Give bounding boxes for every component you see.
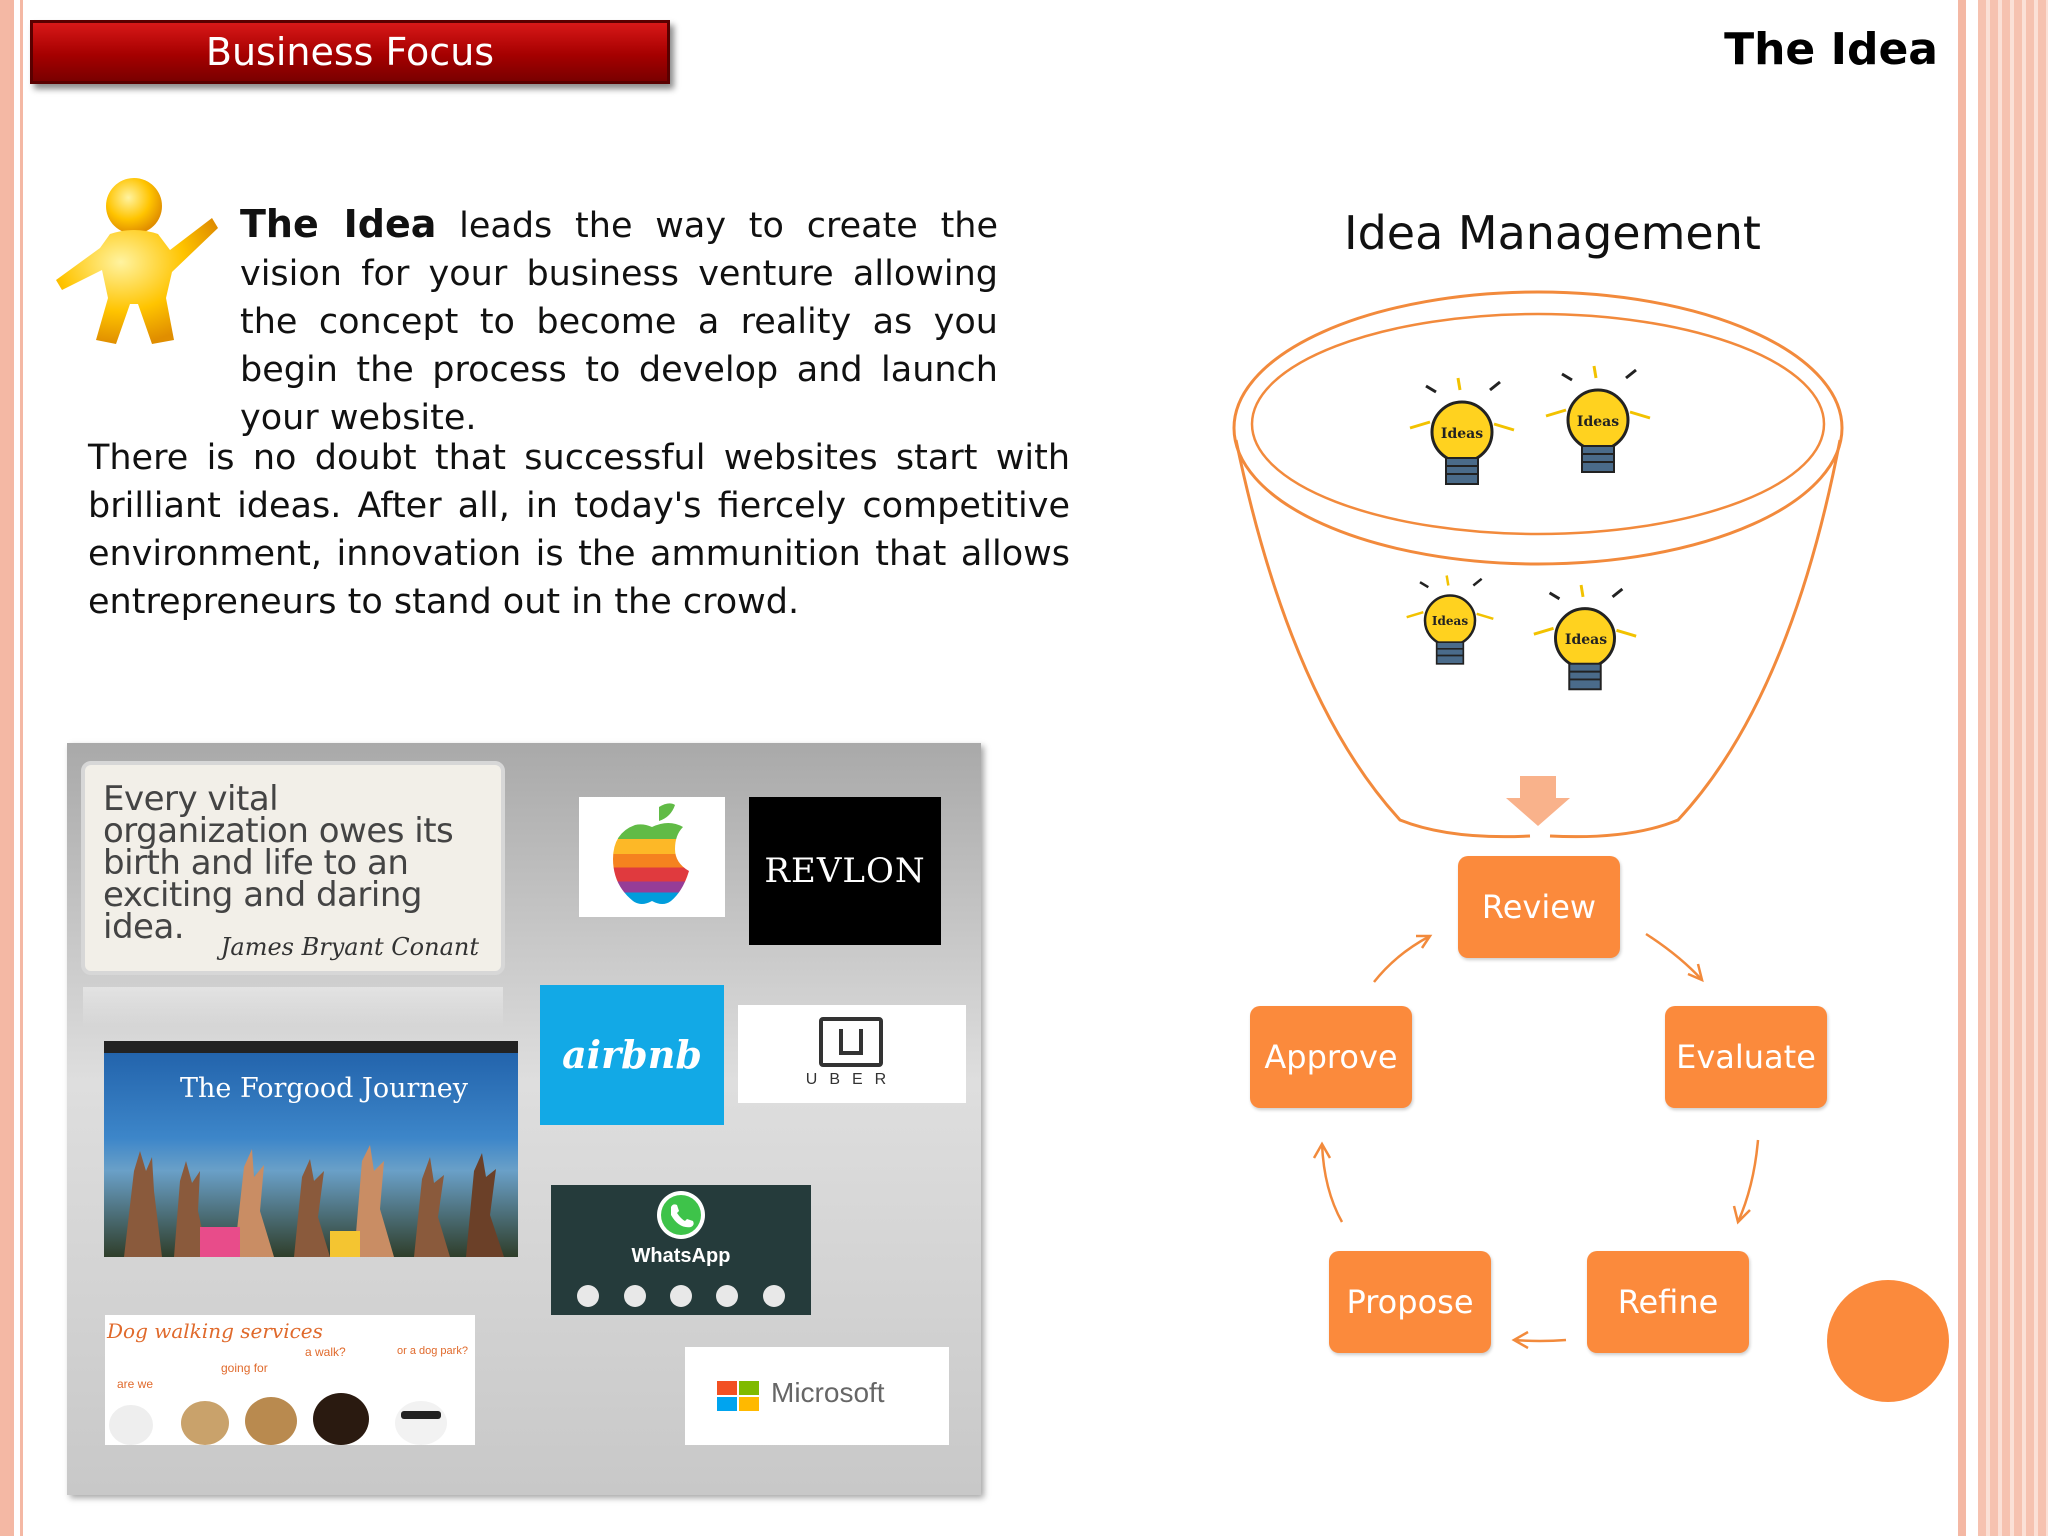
funnel-down-arrow	[1506, 776, 1570, 826]
dog-caption: a walk?	[305, 1345, 346, 1359]
arrow-refine-to-propose	[1513, 1338, 1567, 1343]
whatsapp-logo: WhatsApp	[551, 1185, 811, 1315]
funnel-outer-rim	[1232, 290, 1844, 566]
platform-icon	[623, 1285, 646, 1307]
ms-square-blue	[717, 1397, 737, 1411]
yellow-person-icon	[56, 178, 218, 344]
quote-text: Every vital organization owes its birth …	[103, 779, 454, 947]
right-border-stripe	[1958, 0, 1966, 1536]
bulb-label: Ideas	[1440, 426, 1484, 442]
step-refine: Refine	[1587, 1251, 1749, 1353]
apple-logo	[579, 797, 725, 917]
quote-author: James Bryant Conant	[220, 933, 479, 961]
example-collage: Every vital organization owes its birth …	[67, 743, 981, 1495]
uber-wordmark: UBER	[805, 1071, 899, 1088]
dog-title: Dog walking services	[107, 1319, 323, 1343]
microsoft-wordmark: Microsoft	[771, 1377, 885, 1408]
platform-icon	[669, 1285, 692, 1307]
decorative-circle	[1827, 1280, 1949, 1402]
uber-icon-inner	[839, 1029, 863, 1055]
bulb-label: Ideas	[1431, 614, 1469, 628]
forgood-title: The Forgood Journey	[180, 1073, 469, 1104]
section-header-bar: Business Focus	[30, 20, 670, 84]
ms-square-yellow	[739, 1397, 759, 1411]
diagram-title: Idea Management	[1344, 206, 1761, 260]
platform-icons-row	[565, 1285, 797, 1307]
forgood-screenshot: The Forgood Journey	[104, 1041, 518, 1257]
funnel-right-wall	[1549, 439, 1842, 839]
platform-icon	[716, 1285, 739, 1307]
arrow-propose-to-approve	[1320, 1143, 1344, 1223]
bulb-label: Ideas	[1564, 632, 1608, 648]
step-propose: Propose	[1329, 1251, 1491, 1353]
arrow-review-to-evaluate	[1645, 932, 1703, 981]
step-approve: Approve	[1250, 1006, 1412, 1108]
rainbow-apple-icon	[613, 803, 689, 904]
arrow-approve-to-review	[1373, 934, 1431, 983]
whatsapp-phone-icon	[657, 1191, 705, 1239]
funnel-inner-rim	[1250, 312, 1826, 536]
microsoft-logo: Microsoft	[685, 1347, 949, 1445]
ideas-bulb: Ideas	[1538, 364, 1658, 494]
ideas-bulb: Ideas	[1402, 376, 1522, 506]
dog-walking-image: Dog walking services are we going for a …	[105, 1315, 475, 1445]
revlon-logo: REVLON	[749, 797, 941, 945]
forgood-navbar	[104, 1041, 518, 1053]
lead-paragraph: The Idea leads the way to create the vis…	[240, 200, 998, 442]
ideas-bulb: Ideas	[1400, 572, 1500, 684]
lightbulb-icon	[1545, 365, 1651, 473]
lightbulb-icon	[1409, 377, 1515, 485]
ms-square-red	[717, 1381, 737, 1395]
bulb-label: Ideas	[1576, 414, 1620, 430]
dog-caption: or a dog park?	[397, 1345, 468, 1357]
revlon-wordmark: REVLON	[764, 851, 926, 891]
idea-funnel	[1232, 290, 1844, 839]
platform-icon	[762, 1285, 785, 1307]
raised-hands-image	[124, 1145, 504, 1257]
page-title: The Idea	[1724, 24, 1938, 75]
dog-caption: are we	[117, 1377, 154, 1391]
dogs-illustration	[109, 1393, 447, 1445]
cycle-arrows	[1312, 932, 1760, 1350]
platform-icon	[577, 1285, 600, 1307]
airbnb-wordmark: airbnb	[562, 1032, 702, 1077]
microsoft-icon	[717, 1381, 759, 1411]
section-label: Business Focus	[205, 30, 495, 74]
body-paragraph: There is no doubt that successful websit…	[88, 438, 1070, 622]
right-border-band	[1978, 0, 2048, 1536]
whatsapp-wordmark: WhatsApp	[631, 1245, 731, 1267]
step-evaluate: Evaluate	[1665, 1006, 1827, 1108]
left-border-line	[20, 0, 23, 1536]
quote-reflection	[83, 987, 503, 1027]
airbnb-logo: airbnb	[540, 985, 724, 1125]
ideas-bulb: Ideas	[1526, 582, 1644, 712]
uber-logo: UBER	[738, 1005, 966, 1103]
quote-card: Every vital organization owes its birth …	[81, 761, 505, 975]
dog-caption: going for	[221, 1361, 268, 1375]
step-review: Review	[1458, 856, 1620, 958]
ms-square-green	[739, 1381, 759, 1395]
lightbulb-icon	[1406, 575, 1494, 665]
uber-icon	[819, 1017, 883, 1067]
arrow-evaluate-to-refine	[1736, 1139, 1760, 1223]
lead-bold: The Idea	[240, 202, 437, 246]
lightbulb-icon	[1533, 584, 1637, 691]
lead-text: leads the way to create the vision for y…	[240, 206, 999, 438]
funnel-left-wall	[1234, 439, 1531, 839]
left-border-stripe	[0, 0, 14, 1536]
